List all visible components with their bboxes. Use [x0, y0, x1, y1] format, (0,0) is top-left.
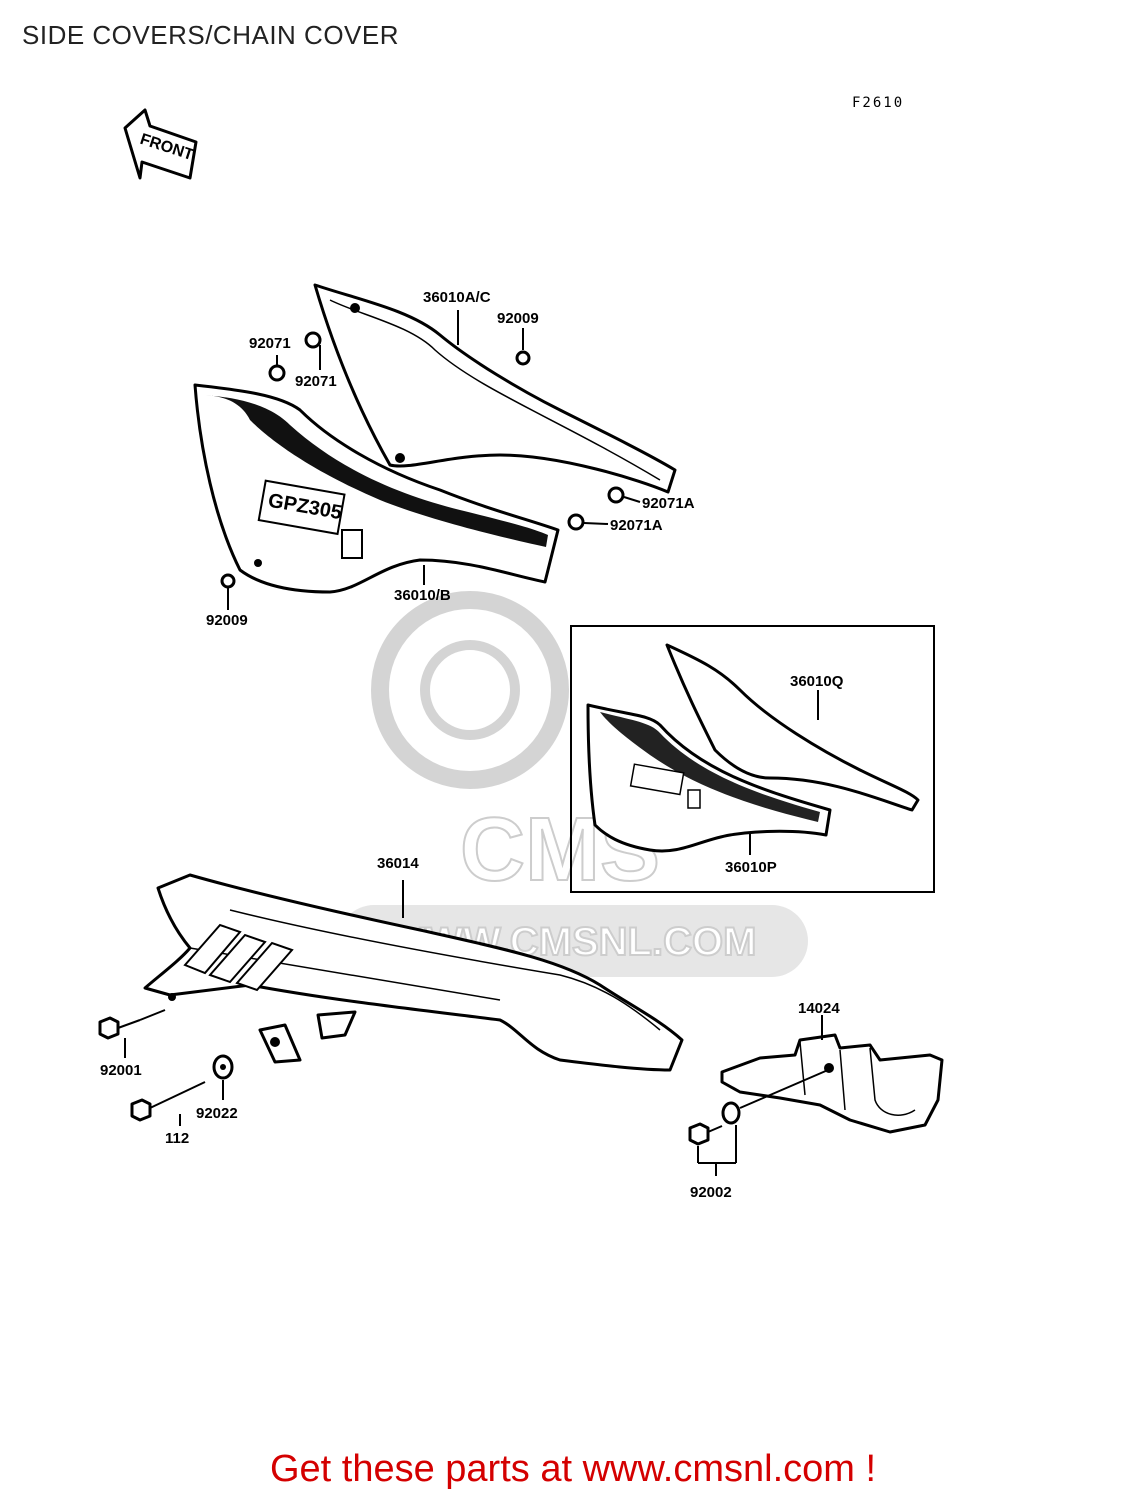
washer-92022 [212, 1054, 234, 1100]
bolt-92001 [98, 1009, 166, 1058]
label-36010q: 36010Q [790, 673, 844, 690]
bolt-92009-top [515, 350, 531, 366]
label-36010p: 36010P [725, 859, 777, 876]
side-cover-36010ac [313, 283, 677, 494]
nut-92071a-lower [567, 513, 585, 531]
page-title: SIDE COVERS/CHAIN COVER [22, 20, 400, 50]
bolt-112 [130, 1081, 206, 1126]
label-92001: 92001 [100, 1062, 142, 1079]
label-36010ac: 36010A/C [423, 289, 491, 306]
parts-diagram: CMS WWW.CMSNL.COM F2610 FRONT GPZ305 3 [98, 95, 944, 1201]
label-92022: 92022 [196, 1105, 238, 1122]
label-112: 112 [165, 1130, 189, 1147]
label-92009-bottom: 92009 [206, 612, 248, 629]
chain-cover-36014 [143, 873, 684, 1072]
watermark-logo: CMS [460, 800, 660, 900]
label-92002: 92002 [690, 1184, 732, 1201]
chain-guard-14024 [720, 1033, 944, 1134]
label-92009-top: 92009 [497, 310, 539, 327]
bolt-92009-bottom [220, 573, 236, 589]
label-36014: 36014 [377, 855, 419, 872]
label-92071-left: 92071 [249, 335, 291, 352]
label-14024: 14024 [798, 1000, 840, 1017]
nut-92071-left [268, 364, 286, 382]
label-92071a-upper: 92071A [642, 495, 695, 512]
nut-92071-mid [304, 331, 322, 349]
footer-link[interactable]: Get these parts at www.cmsnl.com ! [269, 1448, 877, 1490]
front-arrow-icon: FRONT [123, 108, 198, 180]
label-92071a-lower: 92071A [610, 517, 663, 534]
label-36010b: 36010/B [394, 587, 451, 604]
figure-code: F2610 [852, 95, 904, 111]
label-92071-mid: 92071 [295, 373, 337, 390]
side-cover-36010b: GPZ305 [193, 383, 560, 594]
nut-92071a-upper [607, 486, 625, 504]
bolt-92002 [688, 1069, 829, 1176]
variant-inset-box: 36010Q 36010P [570, 625, 935, 893]
